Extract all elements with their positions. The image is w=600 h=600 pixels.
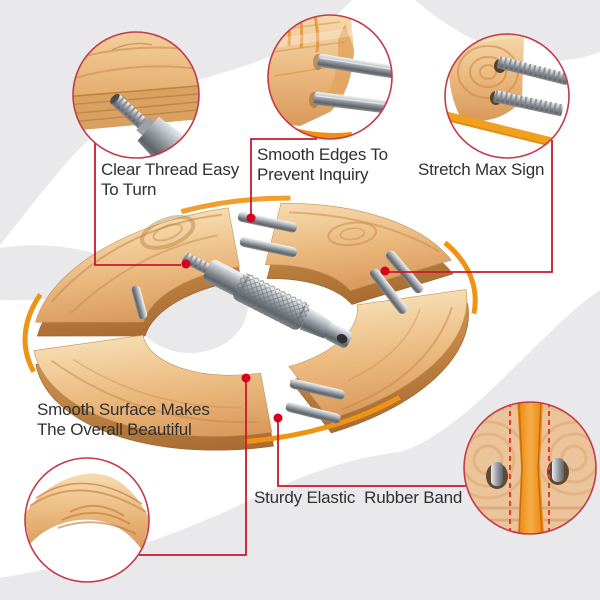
- leader-line-thread: [94, 143, 181, 266]
- metal-rod-left: [131, 285, 148, 320]
- callout-circle-edges: [267, 14, 393, 140]
- callout-photo-rubber-band: [464, 402, 596, 534]
- embossed-logo-stamp: [140, 214, 196, 250]
- callout-ring-thread: [72, 31, 200, 159]
- callout-ring-surface: [24, 457, 150, 583]
- leader-line-rubber-band: [277, 422, 467, 487]
- elastic-band-vertical: [517, 402, 544, 534]
- elastic-band-rim: [22, 195, 478, 445]
- callout-circle-surface: [24, 457, 150, 583]
- product-photo-hat-stretcher: [22, 195, 478, 451]
- leader-line-surface: [139, 382, 247, 556]
- label-surface: Smooth Surface Makes The Overall Beautif…: [37, 400, 210, 439]
- callout-circle-rubber-band: [463, 401, 597, 535]
- callout-dot-thread: [181, 259, 191, 269]
- callout-dot-edges: [246, 213, 256, 223]
- background-swoosh-bottom: [0, 290, 600, 600]
- label-stretch-max: Stretch Max Sign: [418, 160, 545, 179]
- callout-ring-rubber-band: [463, 401, 597, 535]
- adjustment-screw: [182, 252, 353, 348]
- screw-end-hole: [336, 333, 348, 344]
- callout-ring-edges: [267, 14, 393, 140]
- leader-lines: [94, 138, 553, 556]
- label-edges: Smooth Edges To Prevent Inquiry: [257, 145, 388, 184]
- metal-rods: [131, 211, 424, 424]
- leader-line-edges: [250, 138, 317, 214]
- wood-segment-bottom-right: [288, 289, 468, 420]
- metal-rod-bottom-1: [289, 379, 345, 400]
- label-rubber-band: Sturdy Elastic Rubber Band: [254, 488, 463, 507]
- callout-photo-surface: [25, 458, 149, 582]
- callout-dot-stretch-max: [380, 266, 390, 276]
- callout-dot-rubber-band: [273, 413, 283, 423]
- metal-pin-right: [552, 458, 564, 482]
- leader-line-stretch-max: [389, 140, 553, 273]
- metal-rod-right-2: [369, 268, 408, 314]
- screw-thread-tip: [109, 93, 199, 158]
- callout-circle-stretch-max: [444, 33, 570, 159]
- elastic-band-stretch-mark: [445, 111, 569, 151]
- callout-photo-edges: [268, 15, 392, 139]
- callout-ring-stretch-max: [444, 33, 570, 159]
- label-thread: Clear Thread Easy To Turn: [101, 160, 240, 199]
- wood-segment-bottom-left: [33, 334, 273, 437]
- wood-grain-lines: [50, 211, 453, 424]
- metal-pin-left: [491, 462, 503, 486]
- background-swoosh-top-right: [415, 0, 600, 61]
- metal-rod-bottom-2: [285, 402, 341, 424]
- callout-photo-stretch-max: [445, 34, 569, 158]
- callout-dot-surface: [241, 373, 251, 383]
- metal-rod-top-2: [239, 236, 297, 258]
